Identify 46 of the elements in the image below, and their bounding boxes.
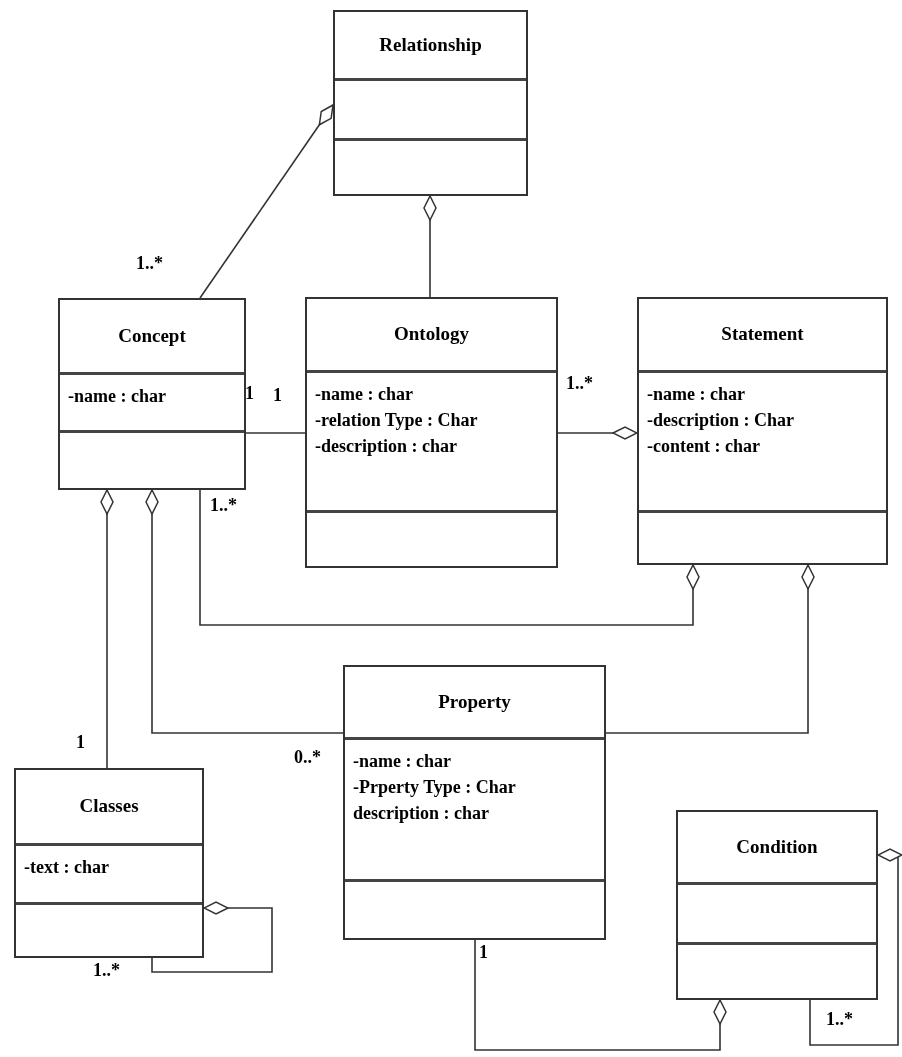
class-name: Ontology [394, 322, 469, 347]
class-box [333, 10, 528, 196]
multiplicity-label: 1 [273, 386, 282, 404]
association-line [605, 564, 815, 734]
multiplicity-label: 1..* [566, 374, 593, 392]
class-box [58, 298, 246, 490]
association-line [245, 432, 306, 434]
multiplicity-label: 1..* [136, 254, 163, 272]
attribute-text: description : char [353, 802, 490, 825]
association-line [809, 848, 902, 1046]
attribute-text: -text : char [24, 856, 110, 879]
association-line [474, 939, 727, 1051]
association-line [423, 195, 437, 298]
attribute-text: -content : char [647, 435, 761, 458]
attribute-text: -description : char [315, 435, 458, 458]
class-name: Condition [736, 834, 818, 859]
class-box [676, 810, 878, 1000]
association-line [199, 489, 700, 626]
attribute-text: -relation Type : Char [315, 409, 479, 432]
multiplicity-label: 1..* [93, 961, 120, 979]
multiplicity-label: 0..* [294, 748, 321, 766]
class-name: Classes [79, 794, 139, 819]
class-box [637, 297, 888, 565]
attribute-text: -name : char [315, 383, 414, 406]
attribute-text: -description : Char [647, 409, 795, 432]
attribute-text: -name : char [353, 750, 452, 773]
class-name: Concept [118, 323, 186, 348]
attribute-text: -Prperty Type : Char [353, 776, 517, 799]
association-line [151, 901, 273, 973]
attribute-text: -name : char [68, 385, 167, 408]
multiplicity-label: 1..* [210, 496, 237, 514]
multiplicity-label: 1 [479, 943, 488, 961]
multiplicity-label: 1 [76, 733, 85, 751]
multiplicity-label: 1..* [826, 1010, 853, 1028]
association-line [557, 426, 638, 440]
class-box [305, 297, 558, 568]
class-name: Statement [721, 322, 804, 347]
class-name: Property [438, 689, 511, 714]
association-line [199, 104, 334, 299]
class-name: Relationship [379, 32, 482, 57]
association-line [100, 489, 114, 769]
class-box [14, 768, 204, 958]
class-box [343, 665, 606, 940]
multiplicity-label: 1 [245, 384, 254, 402]
attribute-text: -name : char [647, 383, 746, 406]
association-line [145, 489, 344, 734]
